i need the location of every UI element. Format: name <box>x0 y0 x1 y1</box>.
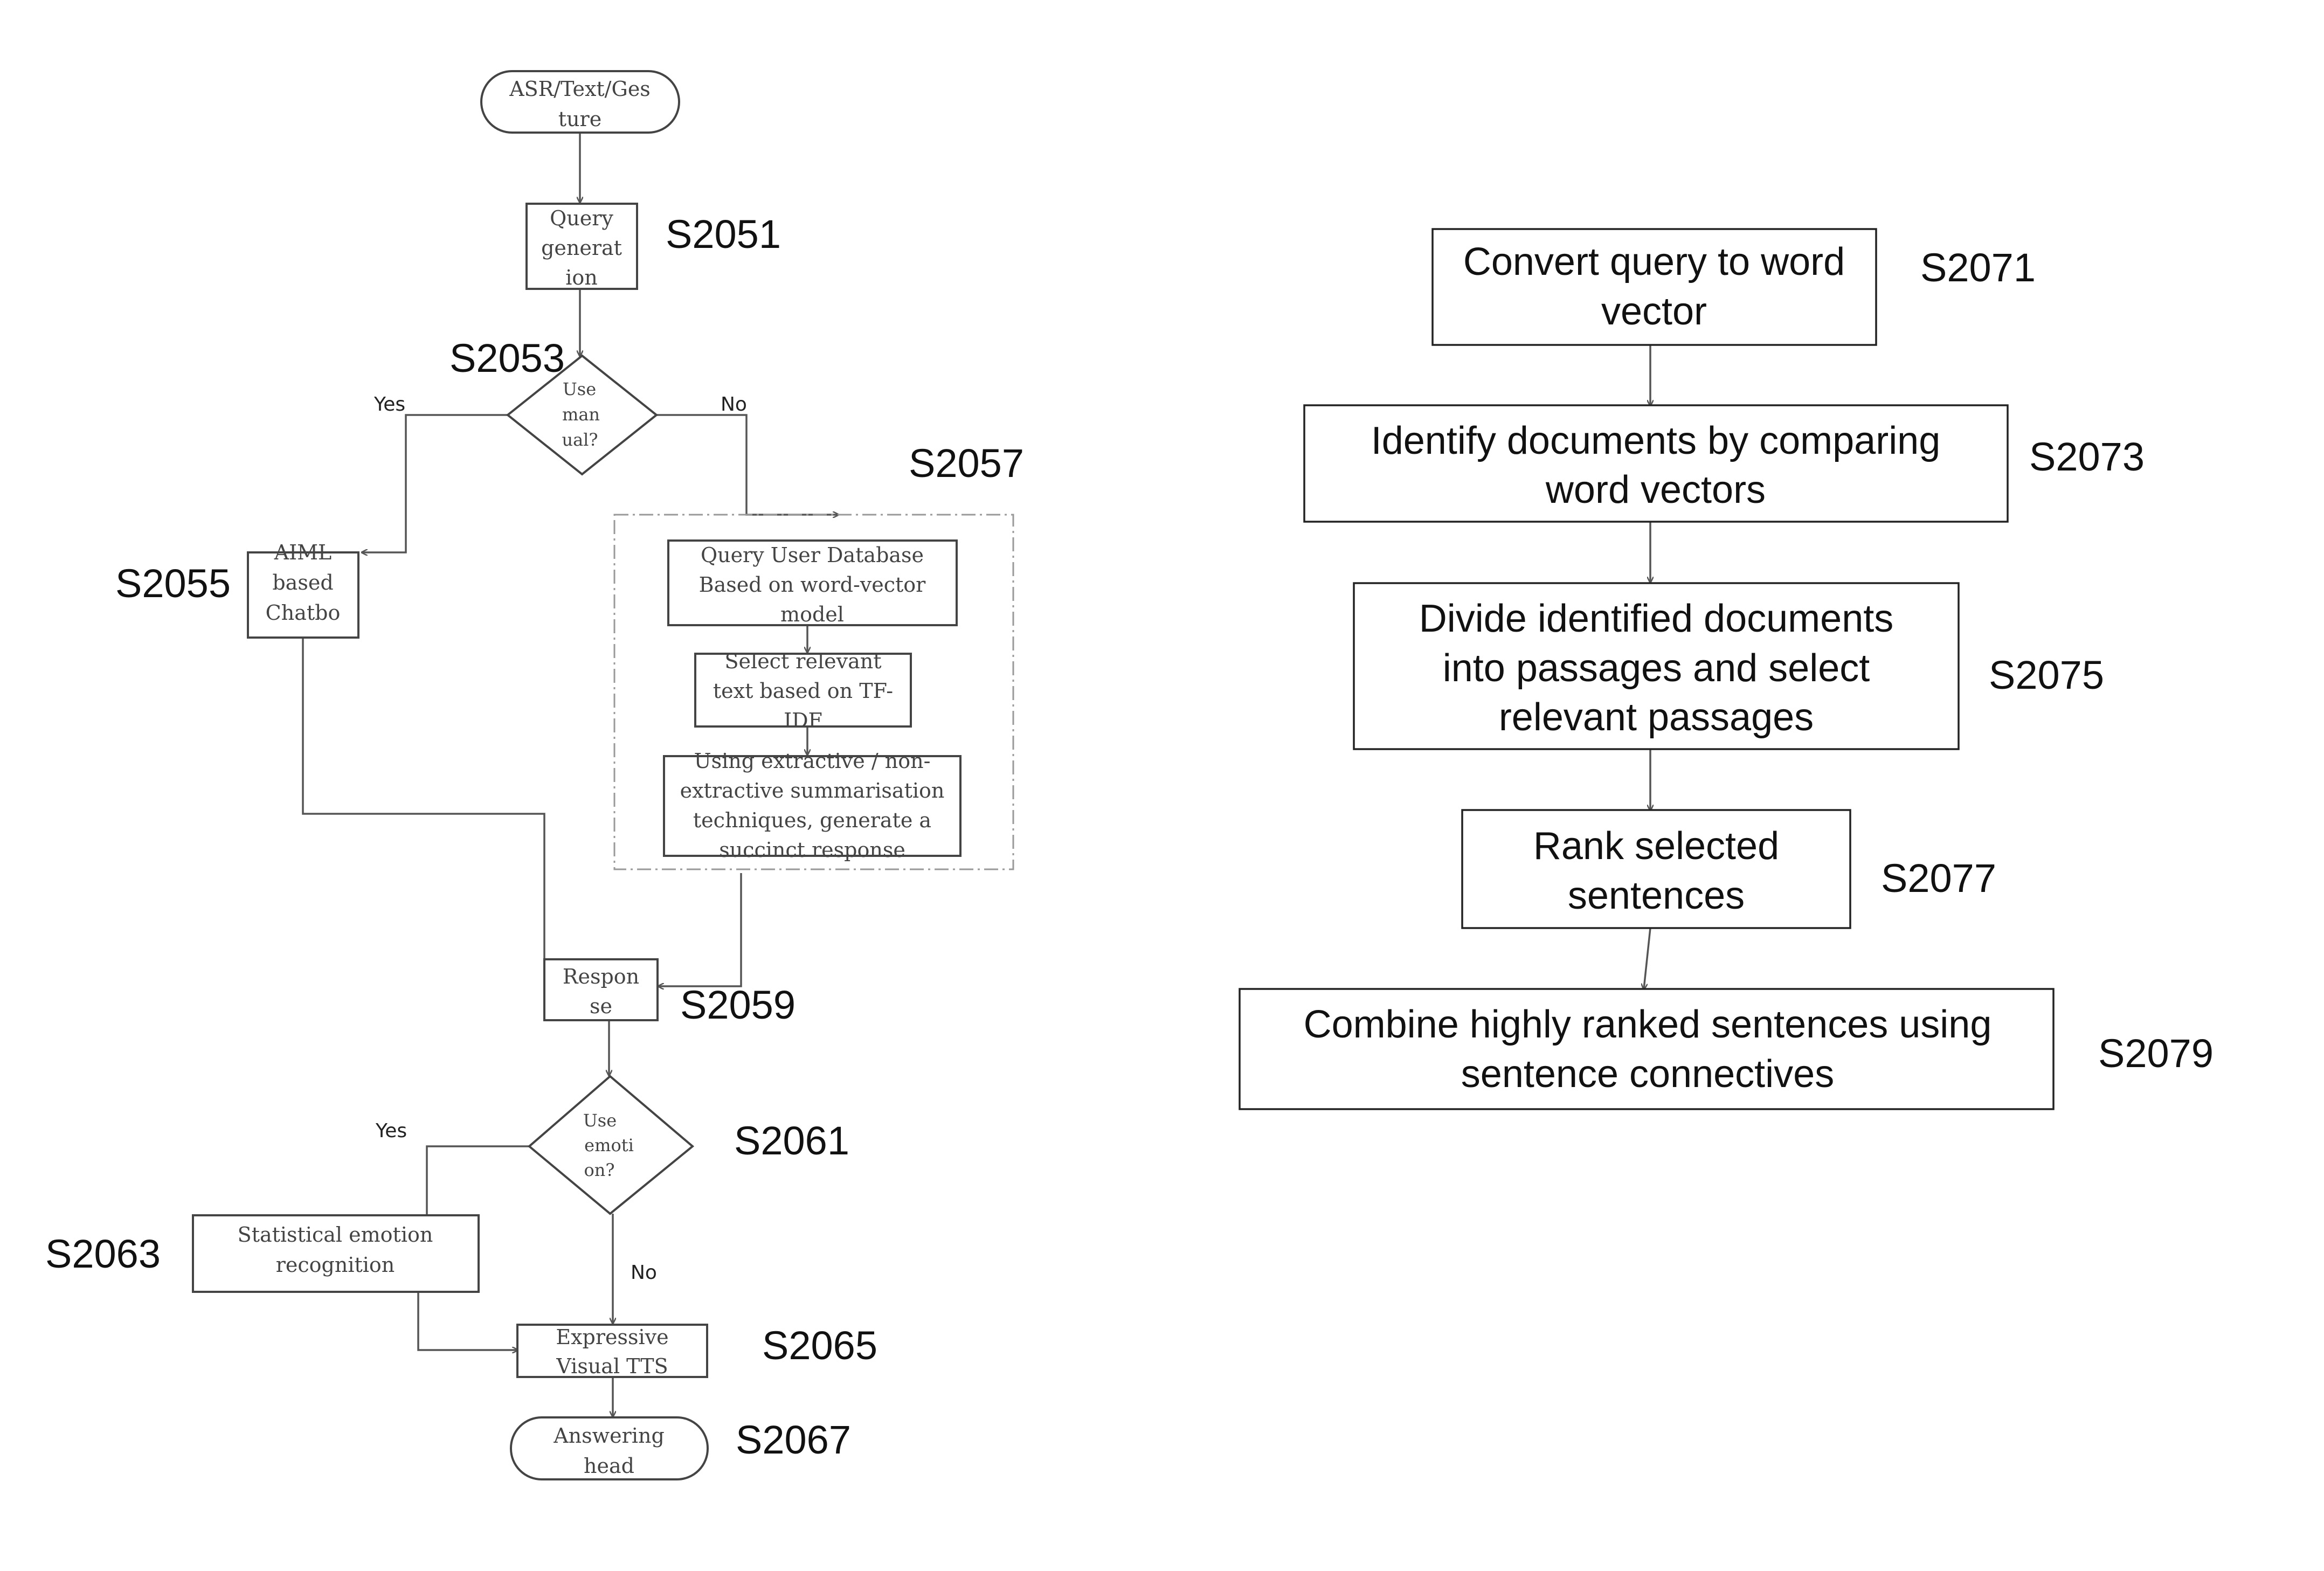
aiml-line-3: Chatbo <box>266 601 341 625</box>
select-relevant-line-2: text based on TF- <box>713 679 893 703</box>
aiml-line-1: AIML <box>274 541 332 564</box>
summarisation-line-2: extractive summarisation <box>680 779 945 802</box>
summarisation-line-3: techniques, generate a <box>693 808 931 832</box>
step-label-s2063: S2063 <box>45 1231 161 1276</box>
use-manual-line-2: man <box>562 404 600 425</box>
expressive-tts-line-2: Visual TTS <box>556 1354 668 1378</box>
query-generation-line-2: generat <box>541 236 622 260</box>
step-label-s2059: S2059 <box>680 982 796 1027</box>
step-label-s2053: S2053 <box>449 336 565 380</box>
start-line-1: ASR/Text/Ges <box>509 77 651 101</box>
select-relevant-line-1: Select relevant <box>725 649 882 673</box>
expressive-tts-box: Expressive Visual TTS <box>517 1325 707 1378</box>
divide-documents-line-3: relevant passages <box>1499 696 1814 739</box>
query-db-line-3: model <box>780 603 844 626</box>
convert-query-line-1: Convert query to word <box>1463 240 1845 283</box>
divide-documents-box: Divide identified documents into passage… <box>1354 583 1959 749</box>
expressive-tts-line-1: Expressive <box>556 1325 668 1349</box>
divide-documents-line-1: Divide identified documents <box>1419 597 1894 640</box>
select-relevant-text-box: Select relevant text based on TF- IDF <box>695 649 911 732</box>
rank-sentences-line-1: Rank selected <box>1533 825 1779 868</box>
query-generation-box: Query generat ion <box>527 204 637 289</box>
identify-documents-line-2: word vectors <box>1545 468 1766 511</box>
step-label-s2067: S2067 <box>736 1417 851 1462</box>
use-emotion-line-1: Use <box>583 1110 617 1131</box>
yes-label-emotion: Yes <box>375 1120 407 1142</box>
query-db-line-1: Query User Database <box>701 543 924 567</box>
use-emotion-line-2: emoti <box>584 1135 634 1155</box>
step-label-s2077: S2077 <box>1881 856 1996 901</box>
left-flowchart: ASR/Text/Ges ture Query generat ion Use … <box>45 71 1024 1479</box>
right-flowchart: Convert query to word vector Identify do… <box>1240 229 2214 1109</box>
start-terminator: ASR/Text/Ges ture <box>481 71 679 133</box>
step-label-s2079: S2079 <box>2098 1031 2214 1076</box>
step-label-s2065: S2065 <box>762 1323 877 1368</box>
combine-sentences-box: Combine highly ranked sentences using se… <box>1240 989 2053 1109</box>
step-label-s2075: S2075 <box>1989 653 2104 697</box>
summarisation-box: Using extractive / non- extractive summa… <box>664 749 960 862</box>
response-box: Respon se <box>544 959 658 1020</box>
query-generation-line-1: Query <box>550 206 613 230</box>
aiml-line-2: based <box>272 571 333 594</box>
step-label-s2057: S2057 <box>909 441 1024 486</box>
query-db-line-2: Based on word-vector <box>699 573 926 597</box>
rank-sentences-box: Rank selected sentences <box>1462 810 1850 928</box>
no-label-emotion: No <box>631 1262 657 1284</box>
aiml-chatbot-box: AIML based Chatbo <box>248 541 358 638</box>
divide-documents-line-2: into passages and select <box>1443 647 1870 690</box>
step-label-s2055: S2055 <box>115 561 231 606</box>
query-user-database-box: Query User Database Based on word-vector… <box>668 541 957 626</box>
response-line-1: Respon <box>563 965 639 988</box>
answering-head-line-1: Answering <box>553 1424 665 1448</box>
step-label-s2073: S2073 <box>2029 434 2145 479</box>
summarisation-line-1: Using extractive / non- <box>694 749 931 773</box>
yes-label-manual: Yes <box>374 393 405 416</box>
step-label-s2071: S2071 <box>1920 245 2036 290</box>
emotion-recognition-line-1: Statistical emotion <box>238 1223 433 1247</box>
rank-sentences-line-2: sentences <box>1568 874 1745 917</box>
start-line-2: ture <box>558 107 601 131</box>
summarisation-line-4: succinct response <box>719 838 905 862</box>
answering-head-terminator: Answering head <box>511 1417 708 1479</box>
use-manual-line-1: Use <box>563 379 596 399</box>
identify-documents-line-1: Identify documents by comparing <box>1371 419 1941 462</box>
select-relevant-line-3: IDF <box>784 709 822 732</box>
emotion-recognition-box: Statistical emotion recognition <box>193 1215 479 1292</box>
combine-sentences-line-1: Combine highly ranked sentences using <box>1304 1003 1992 1046</box>
use-emotion-line-3: on? <box>584 1160 614 1180</box>
step-label-s2061: S2061 <box>734 1118 849 1163</box>
query-generation-line-3: ion <box>565 266 598 289</box>
identify-documents-box: Identify documents by comparing word vec… <box>1304 405 2008 522</box>
convert-query-line-2: vector <box>1601 290 1707 333</box>
use-manual-line-3: ual? <box>562 430 598 450</box>
answering-head-line-2: head <box>584 1454 634 1478</box>
use-emotion-decision: Use emoti on? <box>529 1076 693 1214</box>
combine-sentences-line-2: sentence connectives <box>1461 1053 1834 1096</box>
convert-query-box: Convert query to word vector <box>1433 229 1876 345</box>
step-label-s2051: S2051 <box>666 212 781 257</box>
no-label-manual: No <box>721 393 747 416</box>
response-line-2: se <box>590 994 612 1018</box>
emotion-recognition-line-2: recognition <box>276 1253 395 1277</box>
